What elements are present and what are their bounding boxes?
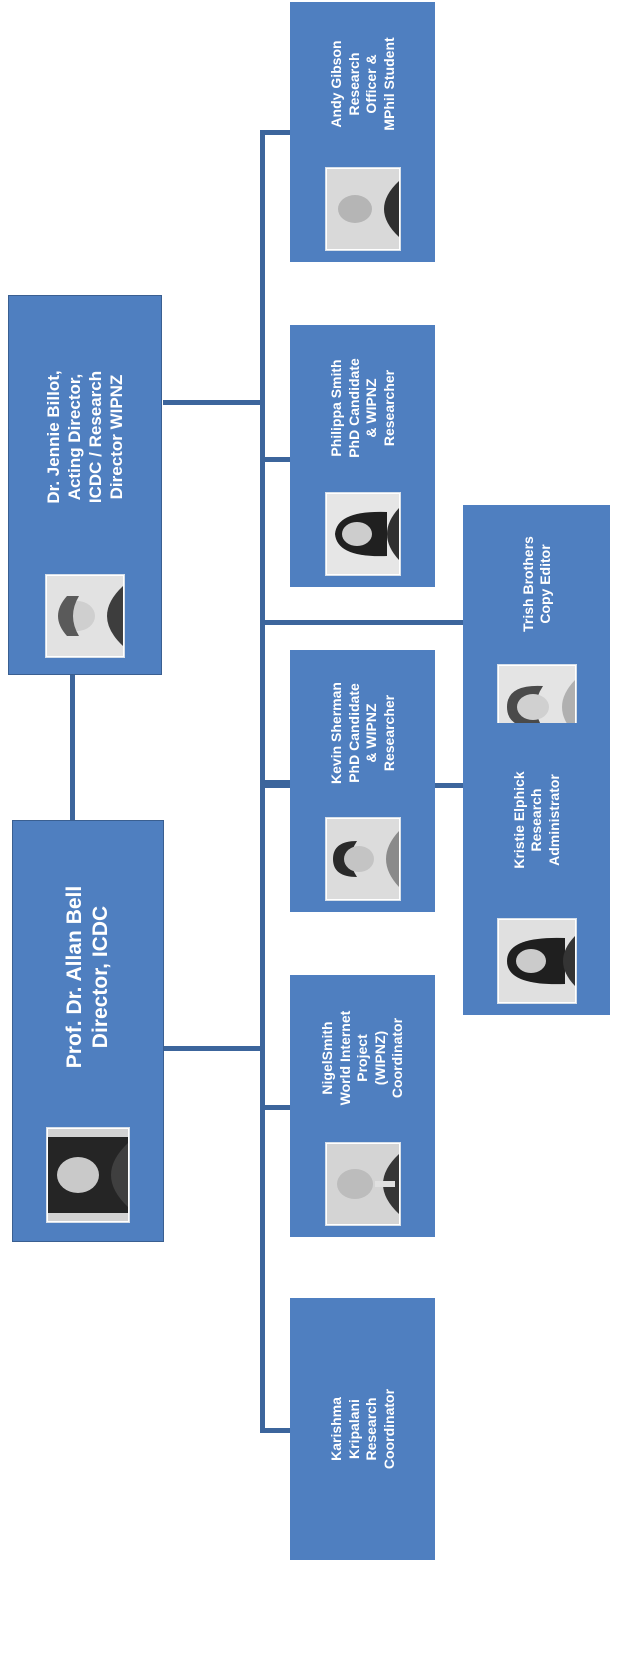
acting-director-line: Dr. Jennie Billot,: [43, 370, 63, 504]
kristie-line: Kristie Elphick: [510, 771, 527, 869]
kevin-photo: [324, 817, 401, 901]
nigel-line: NigelSmith: [318, 1021, 335, 1095]
andy-line: Research: [345, 52, 361, 116]
philippa-line: Researcher: [380, 369, 396, 447]
connector-branch-kevin: [260, 780, 290, 785]
staff-box-kristie: Kristie Elphick Research Administrator: [463, 723, 610, 1015]
kristie-line: Administrator: [545, 774, 562, 866]
nigel-photo: [324, 1142, 401, 1226]
connector-branch-philippa: [260, 457, 290, 462]
acting-director-line: ICDC / Research: [86, 370, 105, 504]
staff-box-trish: Trish Brothers Copy Editor: [463, 505, 610, 761]
andy-line: MPhil Student: [380, 37, 396, 131]
staff-box-nigel: NigelSmith World Internet Project (WIPNZ…: [290, 975, 435, 1237]
acting-director-portrait-icon: [47, 576, 123, 656]
connector-branch-karishma: [260, 1428, 290, 1433]
karishma-line: Coordinator: [380, 1388, 396, 1470]
staff-box-kevin: Kevin Sherman PhD Candidate & WIPNZ Rese…: [290, 650, 435, 912]
staff-box-philippa: Philippa Smith PhD Candidate & WIPNZ Res…: [290, 325, 435, 587]
staff-box-karishma: Karishma Kripalani Research Coordinator: [290, 1298, 435, 1560]
philippa-portrait-icon: [326, 494, 399, 574]
director-name: Prof. Dr. Allan Bell: [62, 885, 86, 1069]
karishma-line: Kripalani: [345, 1399, 361, 1459]
nigel-line: (WIPNZ): [371, 1030, 388, 1086]
nigel-line: Coordinator: [388, 1017, 405, 1099]
director-role: Director, ICDC: [89, 905, 112, 1049]
director-box: Prof. Dr. Allan Bell Director, ICDC: [12, 820, 164, 1242]
kristie-line: Research: [527, 788, 544, 852]
kevin-line: Researcher: [380, 694, 396, 772]
connector-branch-trish: [260, 620, 463, 625]
acting-director-line: Director WIPNZ: [107, 374, 127, 500]
andy-line: Officer &: [362, 54, 379, 114]
trish-line: Trish Brothers: [519, 536, 535, 632]
trish-line: Copy Editor: [536, 544, 553, 624]
acting-director-photo: [45, 574, 125, 658]
connector-branch-andy: [260, 130, 290, 135]
andy-line: Andy Gibson: [327, 40, 344, 128]
connector-director-to-acting: [70, 675, 75, 820]
kevin-line: & WIPNZ: [362, 703, 379, 763]
kevin-portrait-icon: [326, 819, 399, 899]
connector-acting-to-spine: [163, 400, 262, 405]
staff-box-andy: Andy Gibson Research Officer & MPhil Stu…: [290, 2, 435, 262]
acting-director-line: Acting Director,: [64, 373, 84, 501]
kevin-line: Kevin Sherman: [327, 682, 344, 784]
karishma-line: Research: [362, 1397, 379, 1461]
andy-photo: [324, 167, 401, 251]
director-photo: [46, 1127, 130, 1223]
philippa-photo: [324, 492, 401, 576]
philippa-line: Philippa Smith: [327, 359, 344, 457]
acting-director-box: Dr. Jennie Billot, Acting Director, ICDC…: [8, 295, 162, 675]
kristie-portrait-icon: [498, 920, 575, 1002]
karishma-line: Karishma: [327, 1397, 344, 1461]
connector-branch-nigel: [260, 1105, 290, 1110]
director-portrait-icon: [48, 1129, 128, 1221]
kristie-photo: [496, 918, 577, 1004]
andy-portrait-icon: [326, 169, 399, 249]
nigel-portrait-icon: [326, 1144, 399, 1224]
nigel-line: World Internet: [336, 1010, 353, 1106]
connector-director-to-spine: [163, 1046, 262, 1051]
nigel-line: Project: [353, 1034, 370, 1082]
philippa-line: & WIPNZ: [362, 378, 379, 438]
philippa-line: PhD Candidate: [345, 358, 361, 458]
kevin-line: PhD Candidate: [345, 683, 361, 783]
